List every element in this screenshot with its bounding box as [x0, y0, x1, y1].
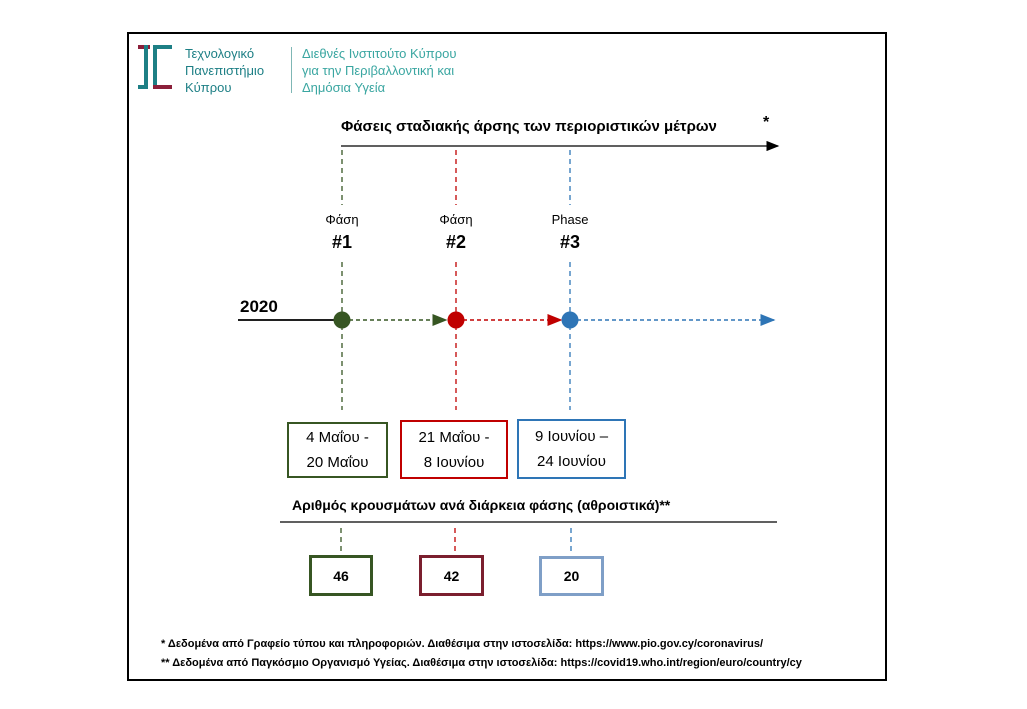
- footnote-2: ** Δεδομένα από Παγκόσμιο Οργανισμό Υγεί…: [161, 657, 802, 669]
- phase1-number: #1: [331, 232, 353, 252]
- phase1-dates-box: 4 Μαΐου - 20 Μαΐου: [287, 422, 388, 478]
- phase1-cases-value: 46: [333, 567, 349, 584]
- phase2-dates-box: 21 Μαΐου - 8 Ιουνίου: [400, 420, 508, 479]
- institute-name: Διεθνές Ινστιτούτο Κύπρου για την Περιβα…: [302, 46, 457, 95]
- phase3-dates-box: 9 Ιουνίου – 24 Ιουνίου: [517, 419, 626, 479]
- title-footnote-marker: *: [763, 114, 770, 131]
- phase1-marker: [333, 311, 351, 329]
- phase1-dates-start: 4 Μαΐου -: [306, 429, 369, 446]
- phase3-number: #3: [559, 232, 581, 252]
- phase2-marker: [447, 311, 465, 329]
- figure-frame: [127, 32, 887, 681]
- phase3-word: Phase: [551, 212, 589, 227]
- phase3-cases-box: 20: [539, 556, 604, 596]
- phase3-dates-end: 24 Ιουνίου: [537, 453, 606, 470]
- phase2-word: Φάση: [439, 212, 473, 227]
- university-name: Τεχνολογικό Πανεπιστήμιο Κύπρου: [185, 46, 265, 95]
- phase3-dates-start: 9 Ιουνίου –: [534, 428, 609, 445]
- phase2-dates-start: 21 Μαΐου -: [418, 428, 490, 446]
- phase1-dates-end: 20 Μαΐου: [306, 454, 369, 471]
- footnote-1: * Δεδομένα από Γραφείο τύπου και πληροφο…: [161, 638, 764, 650]
- year-label: 2020: [240, 297, 278, 316]
- logo-divider: [291, 47, 292, 93]
- phase2-dates-end: 8 Ιουνίου: [423, 453, 485, 471]
- phase1-cases-box: 46: [309, 555, 373, 596]
- diagram-title: Φάσεις σταδιακής άρσης των περιοριστικών…: [341, 118, 717, 135]
- phase2-number: #2: [445, 232, 467, 252]
- phase2-cases-box: 42: [419, 555, 484, 596]
- phase2-cases-value: 42: [443, 567, 460, 584]
- phase3-marker: [561, 311, 579, 329]
- phase3-cases-value: 20: [563, 568, 580, 584]
- university-logo: [138, 45, 172, 89]
- phase1-word: Φάση: [325, 212, 359, 227]
- cases-title: Αριθμός κρουσμάτων ανά διάρκεια φάσης (α…: [292, 497, 671, 513]
